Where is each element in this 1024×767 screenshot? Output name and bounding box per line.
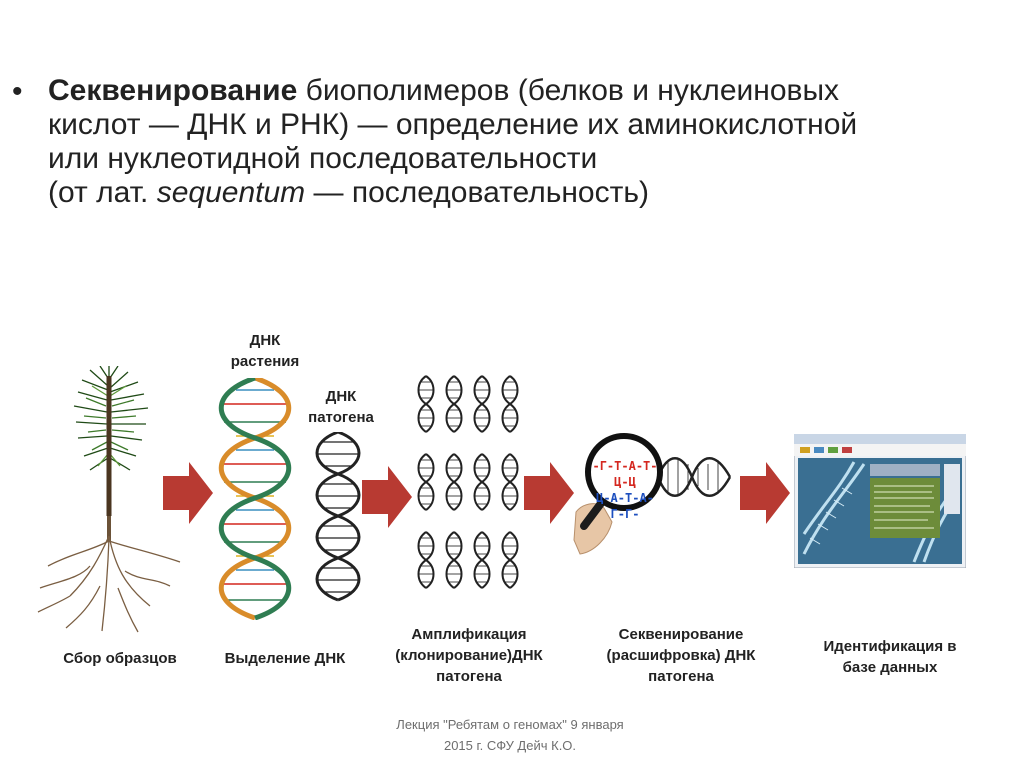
- bullet-dot: •: [12, 75, 23, 108]
- step-caption-line1: Выделение ДНК: [224, 650, 346, 667]
- step-caption-sequencing: Секвенирование (расшифровка) ДНК патоген…: [586, 624, 776, 687]
- step-caption-line2: (расшифровка) ДНК: [606, 647, 756, 664]
- amplified-dna-grid-illustration: [417, 375, 519, 589]
- arrow-right-icon: [362, 466, 412, 528]
- stage-dna-extraction: ДНК растения ДНК патогена: [210, 330, 380, 620]
- arrow-right-icon: [524, 462, 574, 524]
- step-caption-database: Идентификация в базе данных: [800, 636, 980, 678]
- plant-dna-label-line2: растения: [230, 353, 300, 370]
- pathogen-dna-label-line2: патогена: [308, 409, 374, 426]
- step-caption-line2: базе данных: [842, 659, 938, 676]
- sequence-top-strand: -Г-Т-А-Т-Ц-Ц: [592, 459, 658, 489]
- process-arrow-4: [740, 462, 790, 524]
- plant-dna-helix-illustration: [218, 378, 292, 620]
- footer-line2: 2015 г. СФУ Дейч К.О.: [443, 738, 577, 753]
- lecture-footer: Лекция "Ребятам о геномах" 9 января 2015…: [340, 714, 680, 756]
- plant-dna-label: ДНК растения: [210, 330, 320, 372]
- step-caption-line1: Амплификация: [411, 626, 527, 643]
- step-caption-line3: патогена: [648, 668, 714, 685]
- latin-word: sequentum: [156, 176, 306, 209]
- definition-line-1-rest: биополимеров (белков и нуклеиновых: [297, 74, 840, 107]
- etymology-prefix: (от лат.: [48, 176, 157, 209]
- pathogen-dna-helix-illustration: [315, 432, 361, 602]
- pine-seedling-illustration: [37, 366, 181, 633]
- process-arrow-2: [362, 466, 412, 528]
- pathogen-dna-label: ДНК патогена: [296, 386, 386, 428]
- definition-line-1: Секвенирование биополимеров (белков и ну…: [48, 74, 1008, 108]
- sequence-readout: -Г-Т-А-Т-Ц-Ц Ц-А-Т-А-Г-Г-: [590, 458, 660, 522]
- stage-amplification: [414, 374, 524, 602]
- step-caption-line3: патогена: [436, 668, 502, 685]
- step-caption-line1: Идентификация в: [823, 638, 957, 655]
- sequencing-magnifier-illustration: [573, 433, 732, 555]
- step-caption-sample-collection: Сбор образцов: [40, 648, 200, 669]
- pathogen-dna-label-line1: ДНК: [325, 388, 357, 405]
- arrow-right-icon: [740, 462, 790, 524]
- definition-term: Секвенирование: [48, 74, 298, 107]
- step-caption-line2: (клонирование)ДНК: [395, 647, 543, 664]
- process-arrow-3: [524, 462, 574, 524]
- plant-dna-label-line1: ДНК: [249, 332, 281, 349]
- definition-line-2: кислот — ДНК и РНК) — определение их ами…: [48, 108, 858, 141]
- step-caption-amplification: Амплификация (клонирование)ДНК патогена: [384, 624, 554, 687]
- definition-line-3: или нуклеотидной последовательности: [48, 142, 598, 175]
- database-window-illustration: [794, 434, 966, 568]
- arrow-right-icon: [163, 462, 213, 524]
- step-caption-line1: Секвенирование: [618, 626, 744, 643]
- footer-line1: Лекция "Ребятам о геномах" 9 января: [396, 717, 624, 732]
- definition-line-4: (от лат. sequentum — последовательность): [48, 176, 1008, 210]
- definition-paragraph: Секвенирование биополимеров (белков и ну…: [48, 74, 1008, 210]
- step-caption-line1: Сбор образцов: [63, 650, 177, 667]
- stage-database-identification: [794, 434, 966, 568]
- step-caption-dna-extraction: Выделение ДНК: [205, 648, 365, 669]
- etymology-suffix: — последовательность): [305, 176, 649, 209]
- stage-sample-collection: [30, 366, 190, 636]
- sequence-bottom-strand: Ц-А-Т-А-Г-Г-: [596, 491, 654, 521]
- stage-sequencing: -Г-Т-А-Т-Ц-Ц Ц-А-Т-А-Г-Г-: [572, 430, 737, 560]
- process-arrow-1: [163, 462, 213, 524]
